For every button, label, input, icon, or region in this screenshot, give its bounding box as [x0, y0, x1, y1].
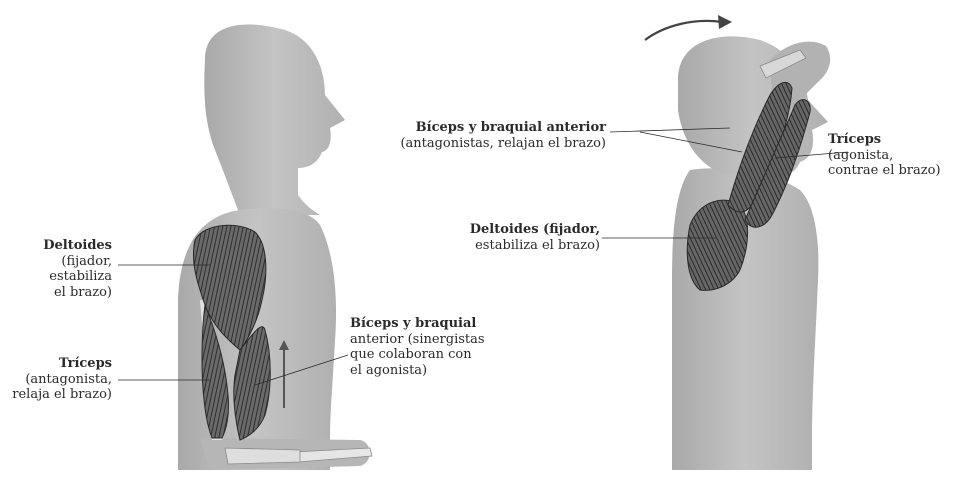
label-left-triceps: Tríceps (antagonista, relaja el brazo) [2, 356, 112, 403]
label-text: el agonista) [350, 363, 510, 379]
label-text: Deltoides [12, 238, 112, 254]
label-text: relaja el brazo) [2, 387, 112, 403]
label-text: estabiliza el brazo) [440, 238, 600, 254]
label-right-biceps: Bíceps y braquial anterior (antagonistas… [356, 120, 606, 151]
label-left-biceps: Bíceps y braquial anterior (sinergistas … [350, 316, 510, 378]
label-right-triceps: Tríceps (agonista, contrae el brazo) [828, 132, 960, 179]
label-text: estabiliza [12, 269, 112, 285]
label-text: el brazo) [12, 285, 112, 301]
label-text: Tríceps [828, 132, 960, 148]
curved-arrow-icon [645, 15, 732, 40]
label-text: Bíceps y braquial [350, 316, 510, 332]
label-text: (fijador, [12, 254, 112, 270]
label-text: (antagonistas, relajan el brazo) [356, 136, 606, 152]
label-text: Bíceps y braquial anterior [356, 120, 606, 136]
label-right-deltoides: Deltoides (fijador, estabiliza el brazo) [440, 222, 600, 253]
label-text: (antagonista, [2, 372, 112, 388]
label-text: anterior (sinergistas [350, 332, 510, 348]
label-text: (agonista, [828, 148, 960, 164]
label-text: contrae el brazo) [828, 163, 960, 179]
label-text: Tríceps [2, 356, 112, 372]
label-left-deltoides: Deltoides (fijador, estabiliza el brazo) [12, 238, 112, 300]
label-text: Deltoides (fijador, [440, 222, 600, 238]
label-text: que colaboran con [350, 347, 510, 363]
